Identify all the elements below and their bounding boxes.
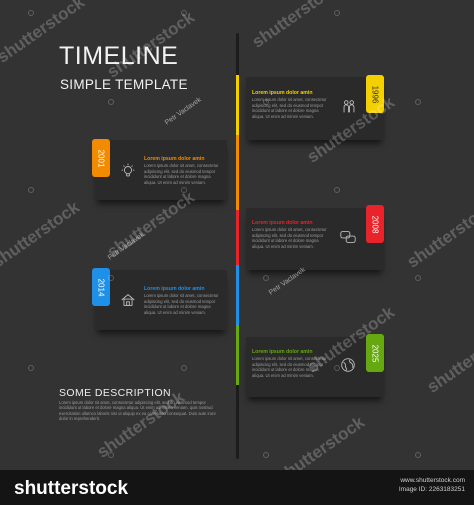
watermark-dot — [108, 275, 114, 281]
watermark-dot — [334, 187, 340, 193]
watermark-dot — [28, 10, 34, 16]
watermark-author: Petr Vaclavek — [163, 96, 203, 127]
footer-site: www.shutterstock.com — [400, 477, 465, 484]
event-card-2014 — [95, 270, 227, 330]
watermark: shutterstock — [0, 197, 83, 272]
watermark-dot — [334, 365, 340, 371]
axis-segment-blue — [236, 265, 239, 325]
chat-bubbles-icon — [339, 228, 357, 246]
watermark-dot — [28, 187, 34, 193]
watermark-author: Petr Vaclavek — [106, 231, 146, 262]
event-title: Lorem ipsum dolor amin — [144, 156, 205, 162]
house-icon — [119, 291, 137, 309]
year-tab: 2001 — [92, 139, 110, 177]
watermark: shutterstock — [423, 322, 474, 397]
watermark-dot — [415, 452, 421, 458]
page-title: TIMELINE — [59, 42, 179, 70]
watermark-dot — [415, 99, 421, 105]
watermark-dot — [108, 452, 114, 458]
event-year: 2025 — [370, 344, 380, 362]
description-title: SOME DESCRIPTION — [59, 387, 171, 399]
globe-icon — [339, 356, 357, 374]
watermark-dot — [181, 10, 187, 16]
description-text: Lorem ipsum dolor sit amet, consectetur … — [59, 400, 216, 421]
watermark-dot — [263, 99, 269, 105]
watermark-author: Petr Vaclavek — [267, 266, 307, 297]
watermark: shutterstock — [248, 0, 343, 52]
event-card-2025 — [246, 337, 384, 397]
event-card-1996 — [246, 77, 384, 140]
event-title: Lorem ipsum dolor amin — [252, 349, 313, 355]
year-tab: 1996 — [366, 75, 384, 113]
event-text: Lorem ipsum dolor sit amet, consectetur … — [252, 356, 327, 378]
watermark-dot — [334, 10, 340, 16]
footer-id-text: Image ID: 2263183251 — [398, 485, 465, 493]
event-year: 2014 — [96, 278, 106, 296]
event-text: Lorem ipsum dolor sit amet, consectetur … — [252, 97, 327, 119]
page-subtitle: SIMPLE TEMPLATE — [60, 77, 188, 92]
axis-segment-yellow — [236, 75, 239, 135]
event-text: Lorem ipsum dolor sit amet, consectetur … — [144, 293, 219, 315]
watermark-dot — [181, 187, 187, 193]
event-text: Lorem ipsum dolor sit amet, consectetur … — [144, 163, 219, 185]
event-title: Lorem ipsum dolor amin — [252, 90, 313, 96]
event-card-2001 — [95, 140, 227, 200]
event-card-2008 — [246, 208, 384, 270]
watermark: shutterstock — [403, 197, 474, 272]
footer-bar — [0, 470, 474, 505]
event-year: 2008 — [370, 215, 380, 233]
event-year: 2001 — [96, 149, 106, 167]
watermark: shutterstock — [273, 412, 368, 470]
watermark-dot — [415, 275, 421, 281]
event-title: Lorem ipsum dolor amin — [144, 286, 205, 292]
year-tab: 2014 — [92, 268, 110, 306]
year-tab: 2008 — [366, 205, 384, 243]
event-year: 1996 — [370, 85, 380, 103]
footer-brand-logo: shutterstock — [14, 478, 129, 499]
lightbulb-icon — [119, 162, 137, 180]
watermark-dot — [263, 275, 269, 281]
footer-image-id: www.shutterstock.com Image ID: 226318325… — [399, 477, 465, 494]
watermark-dot — [181, 365, 187, 371]
event-text: Lorem ipsum dolor sit amet, consectetur … — [252, 227, 327, 249]
event-title: Lorem ipsum dolor amin — [252, 220, 313, 226]
timeline-infographic: TIMELINE SIMPLE TEMPLATE 2001 Lorem ipsu… — [0, 0, 474, 470]
watermark-dot — [108, 99, 114, 105]
axis-segment-green — [236, 325, 239, 385]
watermark-dot — [263, 452, 269, 458]
axis-segment-red — [236, 210, 239, 265]
year-tab: 2025 — [366, 334, 384, 372]
axis-segment-orange — [236, 135, 239, 210]
people-icon — [340, 98, 358, 116]
watermark-dot — [28, 365, 34, 371]
